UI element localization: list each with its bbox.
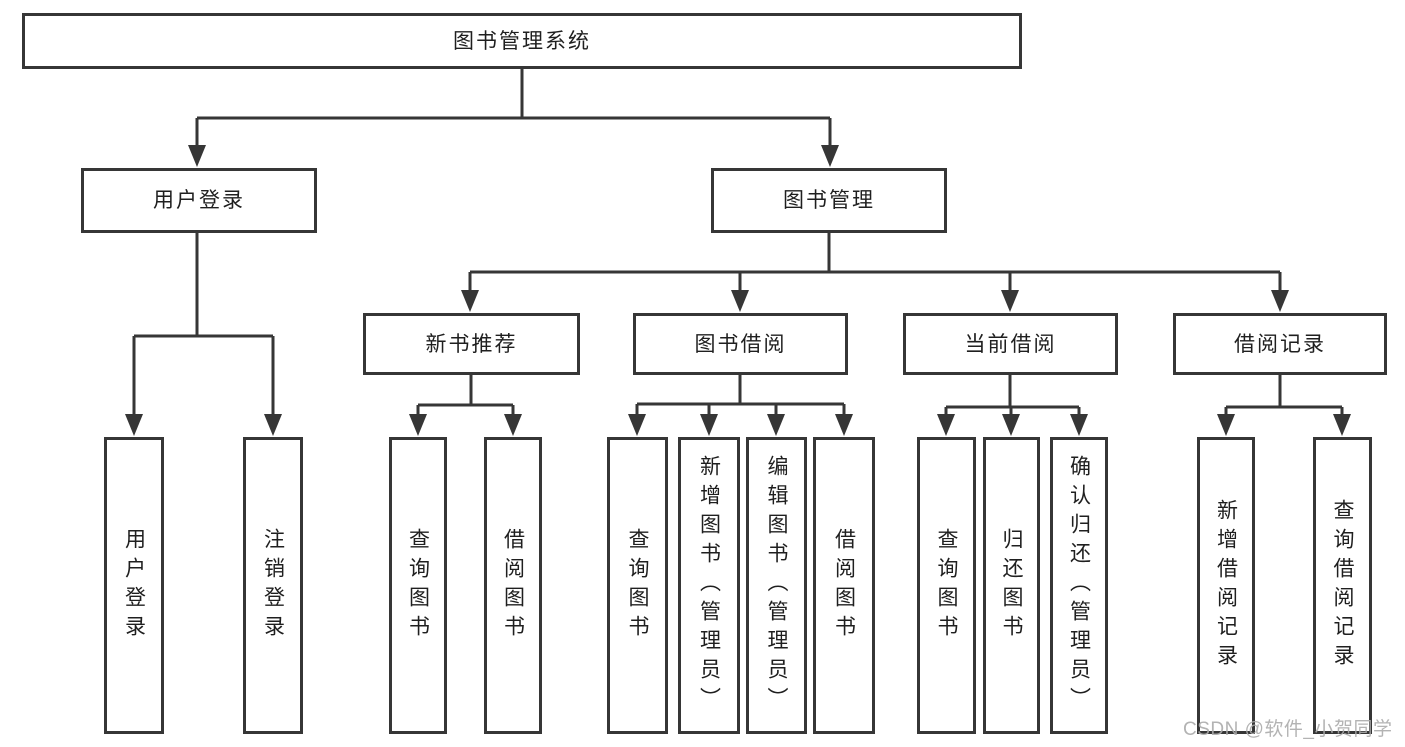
connector-newbook-to-leaves [416,375,515,416]
leaf-add-books-admin: 新增图书（管理员） [678,437,740,734]
leaf-add-borrow-record: 新增借阅记录 [1197,437,1255,734]
node-label: 编辑图书（管理员） [765,455,788,716]
leaf-borrow-books: 借阅图书 [813,437,875,734]
node-label: 当前借阅 [964,332,1057,356]
arrowheads-level3 [461,290,1289,312]
node-label: 图书管理系统 [453,29,591,53]
node-label: 图书借阅 [694,332,787,356]
node-label: 新增借阅记录 [1214,498,1238,673]
arrowheads-records-leaves [1217,414,1351,436]
node-label: 查询图书 [935,527,958,644]
leaf-confirm-return-admin: 确认归还（管理员） [1050,437,1108,734]
arrowheads-borrow-leaves [628,414,853,436]
connector-borrow-to-leaves [635,375,846,416]
leaf-query-books-recommend: 查询图书 [389,437,447,734]
node-label: 新书推荐 [425,332,518,356]
node-borrow-records: 借阅记录 [1173,313,1387,375]
leaf-query-books-borrow: 查询图书 [607,437,668,734]
leaf-query-borrow-record: 查询借阅记录 [1313,437,1372,734]
connector-mgmt-to-level3 [468,233,1282,293]
node-label: 用户登录 [153,189,245,212]
node-label: 注销登录 [261,527,285,644]
leaf-borrow-books-recommend: 借阅图书 [484,437,542,734]
leaf-return-books: 归还图书 [983,437,1040,734]
node-book-management: 图书管理 [711,168,947,233]
node-root-system: 图书管理系统 [22,13,1022,69]
node-label: 借阅图书 [501,527,525,644]
csdn-watermark: CSDN @软件_小贺同学 [1183,719,1393,740]
node-label: 查询借阅记录 [1331,498,1354,673]
node-label: 借阅记录 [1234,332,1326,356]
node-current-borrow: 当前借阅 [903,313,1118,375]
node-label: 查询图书 [406,527,430,644]
node-label: 确认归还（管理员） [1067,455,1091,716]
arrowheads-level2 [188,145,839,167]
node-label: 借阅图书 [832,527,856,644]
node-label: 用户登录 [122,527,146,644]
node-label: 查询图书 [626,527,649,644]
arrowheads-login-leaves [125,414,282,436]
leaf-edit-books-admin: 编辑图书（管理员） [746,437,807,734]
connector-current-to-leaves [944,375,1081,416]
arrowheads-newbook-leaves [409,414,522,436]
node-label: 归还图书 [1000,527,1023,644]
node-user-login: 用户登录 [81,168,317,233]
node-new-book-recommend: 新书推荐 [363,313,580,375]
node-book-borrow: 图书借阅 [633,313,848,375]
connector-records-to-leaves [1224,375,1344,416]
leaf-logout: 注销登录 [243,437,303,734]
node-label: 新增图书（管理员） [697,455,721,716]
arrowheads-current-leaves [937,414,1088,436]
connector-root-to-level2 [195,69,832,148]
node-label: 图书管理 [783,189,875,212]
leaf-query-books-current: 查询图书 [917,437,976,734]
leaf-user-login: 用户登录 [104,437,164,734]
connector-login-to-leaves [132,233,275,416]
